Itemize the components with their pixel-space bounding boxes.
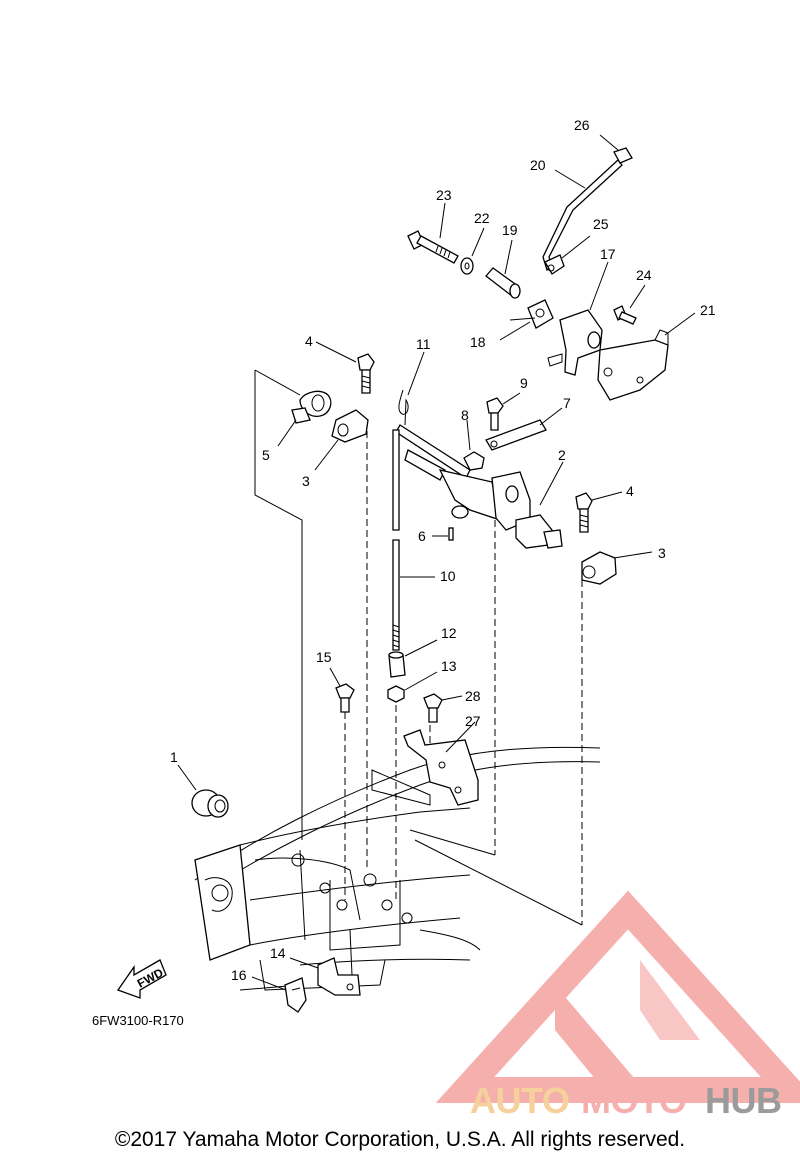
part-19-collar[interactable]: [485, 267, 521, 299]
part-25-clip[interactable]: [544, 254, 565, 275]
callout-21[interactable]: 21: [700, 302, 716, 318]
callout-13[interactable]: 13: [441, 658, 457, 674]
callout-3[interactable]: 3: [302, 473, 310, 489]
part-2-shift-shaft[interactable]: [395, 424, 563, 549]
part-1-grommet[interactable]: [191, 789, 229, 818]
callout-3[interactable]: 3: [658, 545, 666, 561]
callout-20[interactable]: 20: [530, 157, 546, 173]
callout-28[interactable]: 28: [465, 688, 481, 704]
part-18-link[interactable]: [509, 299, 554, 329]
part-7-plate[interactable]: [485, 419, 547, 451]
callout-22[interactable]: 22: [474, 210, 490, 226]
callout-1[interactable]: 1: [170, 749, 178, 765]
callout-17[interactable]: 17: [600, 246, 616, 262]
part-12-joint[interactable]: [388, 651, 406, 678]
part-3-holder-right[interactable]: [581, 551, 617, 585]
watermark-text-moto: MOTO: [581, 1080, 686, 1121]
callout-5[interactable]: 5: [262, 447, 270, 463]
part-10-rod[interactable]: [392, 429, 400, 651]
part-4-bolt-lower[interactable]: [575, 492, 593, 533]
part-6-pin[interactable]: [448, 527, 454, 541]
callout-4[interactable]: 4: [626, 483, 634, 499]
callout-10[interactable]: 10: [440, 568, 456, 584]
part-17-shift-lever[interactable]: [547, 309, 603, 376]
callout-14[interactable]: 14: [270, 945, 286, 961]
part-11-clip[interactable]: [398, 389, 409, 426]
callout-8[interactable]: 8: [461, 407, 469, 423]
watermark-logo: AUTO MOTO HUB: [435, 890, 800, 1121]
callout-27[interactable]: 27: [465, 713, 481, 729]
part-9-bolt[interactable]: [486, 397, 504, 431]
part-14-plate[interactable]: [317, 957, 361, 996]
callout-25[interactable]: 25: [593, 216, 609, 232]
part-4-bolt-upper[interactable]: [357, 353, 375, 394]
part-21-plate[interactable]: [597, 329, 669, 401]
callout-6[interactable]: 6: [418, 528, 426, 544]
part-13-nut[interactable]: [387, 685, 405, 703]
callout-26[interactable]: 26: [574, 117, 590, 133]
watermark-text-auto: AUTO: [470, 1080, 569, 1121]
part-16-clip[interactable]: [284, 977, 307, 1013]
callout-16[interactable]: 16: [231, 967, 247, 983]
callout-4[interactable]: 4: [305, 333, 313, 349]
fwd-arrow-icon: FWD: [116, 959, 167, 999]
part-5-collar[interactable]: [291, 390, 332, 424]
bottom-cowling: [194, 746, 601, 991]
callout-12[interactable]: 12: [441, 625, 457, 641]
part-27-bracket[interactable]: [403, 729, 479, 806]
assembly-guide-lines: [254, 369, 583, 926]
part-24-bolt[interactable]: [613, 305, 637, 325]
diagram-code: 6FW3100-R170: [92, 1013, 184, 1028]
callouts: 1 2 3 3 4 4 5 6 7 8 9 10 11 12 13 14 15 …: [170, 117, 716, 983]
part-23-bolt[interactable]: [407, 230, 459, 264]
copyright-notice: ©2017 Yamaha Motor Corporation, U.S.A. A…: [114, 1128, 686, 1151]
callout-24[interactable]: 24: [636, 267, 652, 283]
callout-2[interactable]: 2: [558, 447, 566, 463]
part-28-bolt[interactable]: [423, 693, 443, 723]
callout-15[interactable]: 15: [316, 649, 332, 665]
callout-11[interactable]: 11: [416, 336, 431, 352]
callout-9[interactable]: 9: [520, 375, 528, 391]
part-15-bolt[interactable]: [335, 683, 355, 713]
callout-7[interactable]: 7: [563, 395, 571, 411]
part-26-cap[interactable]: [613, 147, 633, 164]
part-22-washer[interactable]: [460, 257, 474, 275]
callout-18[interactable]: 18: [470, 334, 486, 350]
watermark-text-hub: HUB: [705, 1080, 782, 1121]
part-3-holder-left[interactable]: [331, 409, 369, 443]
part-8-nut[interactable]: [463, 451, 485, 471]
callout-19[interactable]: 19: [502, 222, 518, 238]
callout-23[interactable]: 23: [436, 187, 452, 203]
